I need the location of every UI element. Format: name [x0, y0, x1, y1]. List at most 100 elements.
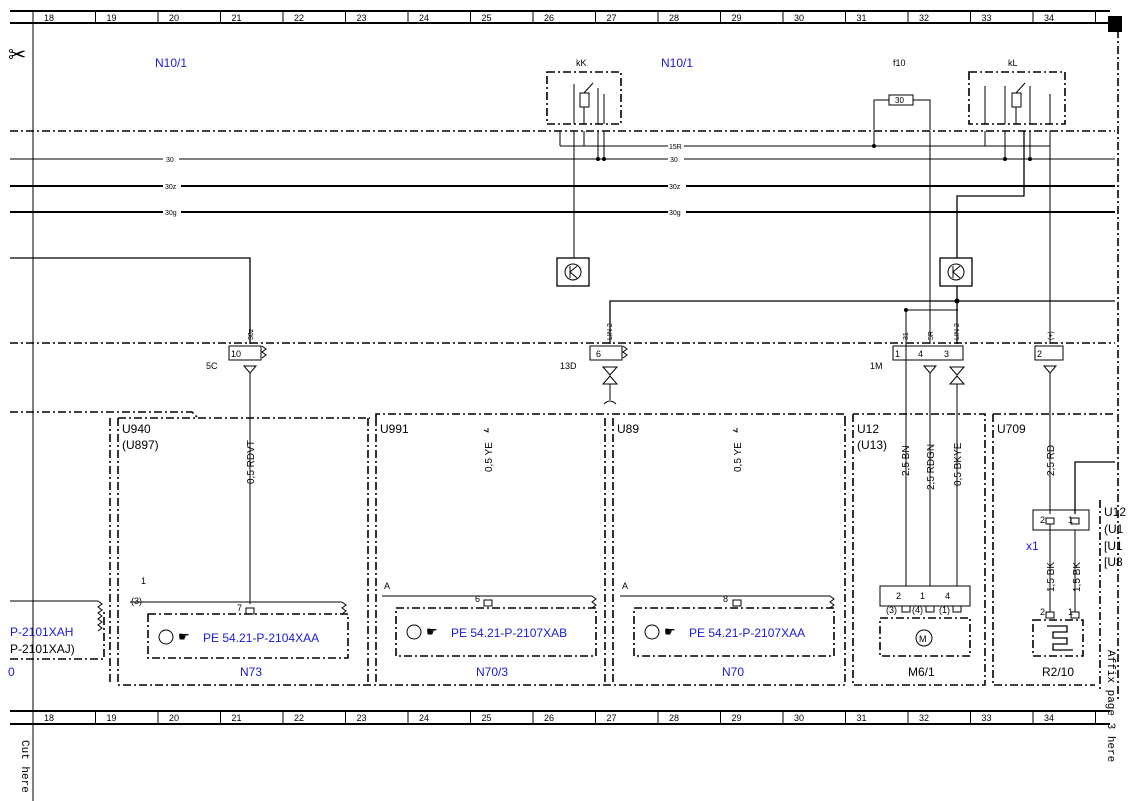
ruler-number: 27: [607, 13, 617, 23]
pointing-hand-icon: ☛: [178, 629, 190, 644]
ref-n70-3[interactable]: PE 54.21-P-2107XAB: [451, 626, 567, 640]
transistor-icon: [939, 257, 973, 287]
svg-text:P-2101XAJ): P-2101XAJ): [10, 642, 75, 656]
ruler-number: 28: [669, 13, 679, 23]
svg-text:LIN 2: LIN 2: [607, 323, 614, 340]
ref-n70[interactable]: PE 54.21-P-2107XAA: [689, 626, 805, 640]
svg-text:2: 2: [1040, 515, 1045, 525]
svg-text:2: 2: [1040, 607, 1045, 617]
ruler-number: 33: [982, 13, 992, 23]
wire-label-rd: 2,5 RD: [1046, 445, 1057, 476]
svg-text:4: 4: [945, 591, 950, 601]
ruler-number: 29: [732, 13, 742, 23]
wire-label-bk-2: 1,5 BK: [1072, 562, 1083, 592]
svg-text:(+): (+): [1048, 331, 1055, 340]
ruler-number: 25: [482, 13, 492, 23]
svg-text:A: A: [622, 581, 628, 591]
svg-text:(3): (3): [131, 596, 142, 606]
ruler-number: 20: [169, 713, 179, 723]
svg-text:x1: x1: [1026, 539, 1039, 553]
svg-text:8: 8: [723, 594, 728, 604]
section-u991: U991: [380, 422, 409, 436]
svg-text:6: 6: [596, 349, 601, 359]
fuse-f10: 30: [873, 94, 931, 130]
ruler-number: 22: [294, 13, 304, 23]
svg-text:7: 7: [237, 603, 242, 613]
heater-element-icon: [1047, 625, 1073, 651]
svg-text:30: 30: [895, 96, 904, 105]
label-n73: N73: [240, 665, 262, 679]
label-n70-3: N70/3: [476, 665, 508, 679]
svg-text:13D: 13D: [560, 361, 577, 371]
svg-text:5R: 5R: [928, 331, 935, 340]
wire-label-ye-2: 0,5 YE: [733, 442, 744, 472]
transistor-icon: [158, 629, 174, 645]
wire-label-rdgn: 2,5 RDGN: [926, 444, 937, 490]
module-n10-1-left: N10/1: [155, 56, 187, 70]
svg-text:30: 30: [670, 157, 678, 164]
motor-icon: [915, 629, 933, 647]
ruler-number: 26: [544, 713, 554, 723]
svg-text:[U8: [U8: [1104, 555, 1123, 569]
variant-sections: [10, 411, 1115, 690]
component-r2-10: 2 1: [1032, 607, 1084, 657]
component-n70: 8 A ☛ PE 54.21-P-2107XAA: [620, 581, 835, 657]
svg-text:30z: 30z: [165, 184, 177, 191]
section-u89: U89: [617, 422, 639, 436]
svg-text:[U1: [U1: [1104, 539, 1123, 553]
ruler-number: 29: [732, 713, 742, 723]
label-m6-1: M6/1: [908, 665, 935, 679]
wire-label-bkye: 0,5 BKYE: [953, 442, 964, 486]
ruler-number: 24: [419, 713, 429, 723]
ruler-number: 22: [294, 713, 304, 723]
ruler-number: 32: [919, 13, 929, 23]
svg-text:5C: 5C: [206, 361, 218, 371]
ref-n73[interactable]: PE 54.21-P-2104XAA: [203, 631, 319, 645]
svg-text:(4): (4): [912, 605, 923, 615]
svg-text:1: 1: [895, 349, 900, 359]
ruler-number: 19: [107, 13, 117, 23]
fuse-f10-label: f10: [893, 58, 906, 68]
ruler-number: 18: [44, 13, 54, 23]
component-n70-3: 6 A ☛ PE 54.21-P-2107XAB: [382, 581, 597, 657]
svg-text:30: 30: [166, 157, 174, 164]
ruler-number: 34: [1044, 713, 1054, 723]
svg-text:10: 10: [231, 349, 241, 359]
svg-text:LIN 2: LIN 2: [954, 323, 961, 340]
ruler-number: 23: [357, 713, 367, 723]
cut-here-note: Cut here: [18, 740, 30, 793]
ruler-number: 25: [482, 713, 492, 723]
transistor-icon: [556, 257, 590, 287]
ruler-number: 30: [794, 713, 804, 723]
wire-ye-n70-3: [483, 428, 489, 433]
svg-text:1: 1: [141, 576, 146, 586]
section-u897: (U897): [122, 438, 159, 452]
scissors-icon: ✂: [8, 42, 26, 67]
component-n73: 7 1 (3) ☛ PE 54.21-P-2104XAA: [130, 576, 349, 659]
svg-text:15R: 15R: [669, 144, 682, 151]
svg-text:4: 4: [918, 349, 923, 359]
transistor-icon: [644, 624, 660, 640]
ruler-number: 26: [544, 13, 554, 23]
ruler-number: 27: [607, 713, 617, 723]
ruler-number: 33: [982, 713, 992, 723]
ruler-number: 21: [232, 13, 242, 23]
svg-text:M: M: [919, 634, 927, 644]
ruler-number: 20: [169, 13, 179, 23]
ruler-number: 30: [794, 13, 804, 23]
ruler-number: 34: [1044, 13, 1054, 23]
relay-kl-label: kL: [1008, 58, 1018, 68]
wire-label-bk-1: 1,5 BK: [1046, 562, 1057, 592]
svg-text:(1): (1): [939, 605, 950, 615]
component-left-cutoff: P-2101XAH P-2101XAJ) 0: [8, 600, 105, 679]
svg-text:30g: 30g: [669, 210, 681, 217]
relay-kk-label: kK: [576, 58, 587, 68]
svg-text:0: 0: [8, 665, 15, 679]
module-n10-1-right: N10/1: [661, 56, 693, 70]
svg-text:P-2101XAH[interactable]: P-2101XAH: [10, 625, 73, 639]
svg-text:31: 31: [903, 332, 910, 340]
svg-text:1: 1: [920, 591, 925, 601]
